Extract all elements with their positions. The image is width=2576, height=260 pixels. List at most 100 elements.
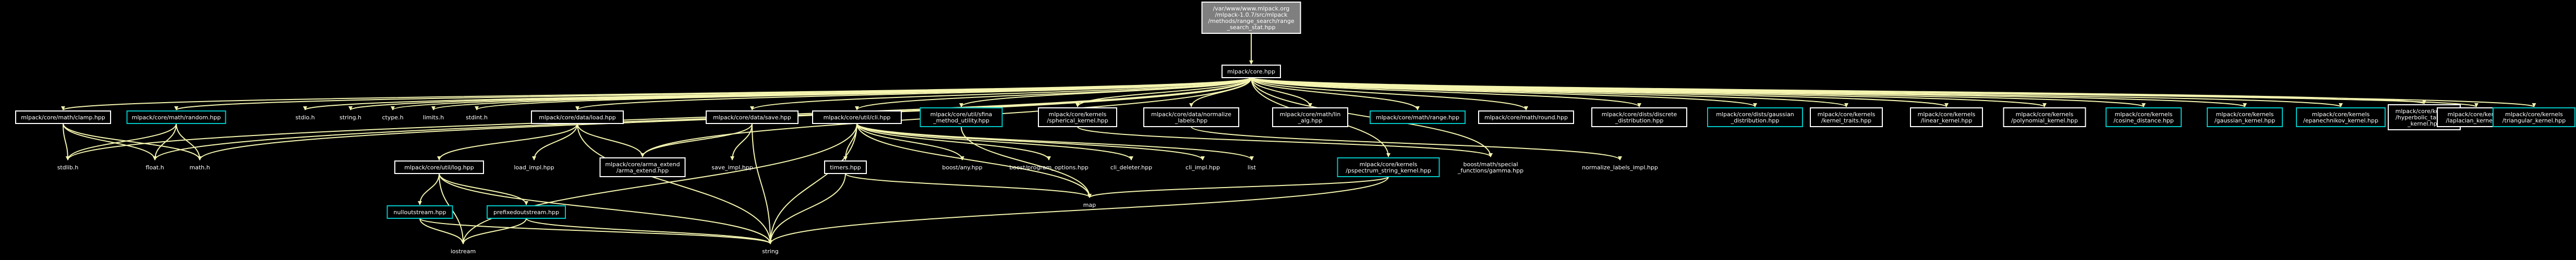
node-box-linear: [1910, 107, 1983, 127]
edge-dload-to-arma_extend: [577, 123, 645, 157]
node-log[interactable]: mlpack/core/util/log.hpp: [394, 160, 484, 174]
edge-nulloutstream-to-string: [419, 218, 772, 244]
node-timers[interactable]: timers.hpp: [824, 160, 867, 174]
node-label-cli_deleter-line-0: cli_deleter.hpp: [1110, 164, 1152, 171]
node-label-float-line-0: float.h: [146, 164, 164, 171]
edge-dload-to-string: [577, 123, 772, 244]
node-box-dload: [531, 110, 624, 124]
edge-log-to-string: [439, 173, 772, 244]
edge-core-to-triangular: [1251, 77, 2536, 107]
node-label-ctype-line-0: ctype.h: [382, 114, 403, 121]
node-label-timers-line-0: timers.hpp: [830, 164, 861, 171]
node-clamp[interactable]: mlpack/core/math/clamp.hpp: [15, 110, 111, 124]
node-label-round-line-0: mlpack/core/math/round.hpp: [1484, 114, 1568, 121]
node-label-cosine-line-1: /cosine_distance.hpp: [2113, 117, 2174, 124]
edge-core-to-sfinae: [959, 77, 1252, 107]
node-pspectrum[interactable]: mlpack/core/kernels/pspectrum_string_ker…: [1337, 157, 1440, 177]
edge-log-to-nulloutstream: [418, 173, 440, 205]
edge-core-to-stdint: [475, 77, 1252, 110]
node-string_h: string.h: [340, 114, 361, 121]
node-box-discrete: [1591, 107, 1687, 127]
node-stdint: stdint.h: [466, 114, 488, 121]
node-polynomial[interactable]: mlpack/core/kernels/polynomial_kernel.hp…: [2003, 107, 2086, 127]
node-label-kernel_traits-line-1: /kernel_traits.hpp: [1821, 117, 1871, 124]
edge-clamp-to-stdlib: [63, 123, 70, 160]
edge-dload-to-log: [437, 123, 578, 160]
node-dload[interactable]: mlpack/core/data/load.hpp: [531, 110, 624, 124]
node-limits: limits.h: [423, 114, 444, 121]
edge-core-to-dload: [575, 77, 1252, 110]
node-label-kernel_traits-line-0: mlpack/core/kernels: [1818, 111, 1876, 118]
node-gaussian_dist[interactable]: mlpack/core/dists/gaussian_distribution.…: [1707, 107, 1803, 127]
node-nulloutstream[interactable]: nulloutstream.hpp: [386, 205, 453, 219]
node-cosine[interactable]: mlpack/core/kernels/cosine_distance.hpp: [2106, 107, 2182, 127]
node-iostream: iostream: [451, 248, 476, 255]
node-label-root-line-0: /var/www/www.mlpack.org: [1213, 5, 1290, 12]
node-prefixedoutstream[interactable]: prefixedoutstream.hpp: [487, 205, 566, 219]
node-label-boost_gamma-line-0: boost/math/special: [1463, 161, 1518, 168]
node-linear[interactable]: mlpack/core/kernels/linear_kernel.hpp: [1910, 107, 1983, 127]
node-label-map-line-0: map: [1083, 202, 1096, 208]
edge-clamp-to-math: [63, 123, 202, 160]
node-root: /var/www/www.mlpack.org/mlpack-1.0.7/src…: [1201, 2, 1301, 34]
node-label-cosine-line-0: mlpack/core/kernels: [2115, 111, 2173, 118]
node-gaussian_k[interactable]: mlpack/core/kernels/gaussian_kernel.hpp: [2207, 107, 2283, 127]
node-range[interactable]: mlpack/core/math/range.hpp: [1370, 110, 1466, 124]
node-box-pspectrum: [1337, 157, 1440, 177]
node-box-gaussian_dist: [1707, 107, 1803, 127]
edge-log-to-prefixedoutstream: [439, 173, 528, 205]
edge-cli-to-string: [768, 123, 857, 244]
node-string: string: [762, 248, 779, 255]
edge-cli-to-iostream: [461, 123, 857, 244]
node-box-cosine: [2106, 107, 2182, 127]
node-label-polynomial-line-1: /polynomial_kernel.hpp: [2011, 117, 2078, 124]
node-box-prefixedoutstream: [487, 205, 566, 219]
node-label-gaussian_k-line-1: /gaussian_kernel.hpp: [2215, 117, 2275, 124]
edge-random-to-math: [176, 123, 202, 160]
node-spherical[interactable]: mlpack/core/kernels/spherical_kernel.hpp: [1038, 107, 1117, 127]
node-boost_any: boost/any.hpp: [942, 164, 982, 171]
node-label-discrete-line-0: mlpack/core/dists/discrete: [1602, 111, 1677, 118]
node-label-pspectrum-line-0: mlpack/core/kernels: [1360, 161, 1418, 168]
node-lin_alg[interactable]: mlpack/core/math/lin_alg.hpp: [1272, 107, 1348, 127]
edge-cli-to-map: [856, 123, 1092, 198]
node-label-range-line-0: mlpack/core/math/range.hpp: [1376, 114, 1459, 121]
node-epanechnikov[interactable]: mlpack/core/kernels/epanechnikov_kernel.…: [2296, 107, 2386, 127]
node-label-save_impl-line-0: save_impl.hpp: [711, 164, 753, 171]
node-round[interactable]: mlpack/core/math/round.hpp: [1478, 110, 1574, 124]
node-label-normalize-line-1: _labels.hpp: [1175, 117, 1207, 124]
edge-core-to-discrete: [1251, 77, 1641, 107]
node-label-spherical-line-0: mlpack/core/kernels: [1049, 111, 1107, 118]
node-box-range: [1370, 110, 1466, 124]
node-label-lin_alg-line-1: _alg.hpp: [1298, 117, 1323, 124]
node-box-arma_extend: [599, 157, 686, 177]
node-label-sfinae-line-0: mlpack/core/util/sfina: [930, 111, 993, 118]
node-label-epanechnikov-line-1: /epanechnikov_kernel.hpp: [2303, 117, 2378, 124]
node-arma_extend[interactable]: mlpack/core/arma_extend/arma_extend.hpp: [599, 157, 686, 177]
node-dsave[interactable]: mlpack/core/data/save.hpp: [706, 110, 799, 124]
node-box-dsave: [706, 110, 799, 124]
node-discrete[interactable]: mlpack/core/dists/discrete_distribution.…: [1591, 107, 1687, 127]
edge-prefixedoutstream-to-iostream: [461, 218, 527, 244]
node-core[interactable]: mlpack/core.hpp: [1222, 65, 1281, 78]
node-label-cli_impl-line-0: cli_impl.hpp: [1186, 164, 1220, 171]
edge-timers-to-string: [768, 173, 846, 244]
node-cli[interactable]: mlpack/core/util/cli.hpp: [812, 110, 902, 124]
node-box-log: [394, 160, 484, 174]
node-list: list: [1248, 164, 1256, 171]
node-label-prefixedoutstream-line-0: prefixedoutstream.hpp: [493, 209, 559, 216]
node-cli_impl: cli_impl.hpp: [1186, 164, 1220, 171]
edge-pspectrum-to-string: [768, 176, 1389, 244]
edge-core-to-lin_alg: [1251, 77, 1312, 107]
node-sfinae[interactable]: mlpack/core/util/sfina_method_utility.hp…: [920, 107, 1003, 127]
node-random[interactable]: mlpack/core/math/random.hpp: [126, 110, 226, 124]
node-box-epanechnikov: [2296, 107, 2386, 127]
node-box-lin_alg: [1272, 107, 1348, 127]
edge-cli-to-cli_deleter: [856, 123, 1133, 160]
node-kernel_traits[interactable]: mlpack/core/kernels/kernel_traits.hpp: [1810, 107, 1883, 127]
node-normalize[interactable]: mlpack/core/data/normalize_labels.hpp: [1143, 107, 1239, 127]
edge-dsave-to-save_impl: [730, 123, 753, 160]
node-triangular[interactable]: mlpack/core/kernels/triangular_kernel.hp…: [2493, 107, 2575, 127]
node-label-triangular-line-0: mlpack/core/kernels: [2505, 111, 2563, 118]
node-label-math-line-0: math.h: [189, 164, 210, 171]
